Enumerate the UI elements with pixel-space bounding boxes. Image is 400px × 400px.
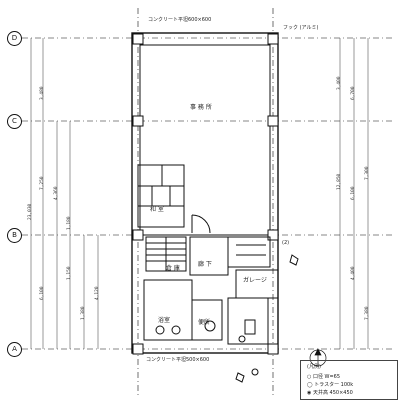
room-store: 倉 庫 — [166, 265, 180, 272]
legend-row-2: ◯ トラスター 100k — [307, 382, 354, 388]
dim-left-c-1: 1,380 — [81, 306, 86, 320]
dim-right-1: 3,400 — [337, 76, 342, 90]
room-bath: 浴室 — [158, 317, 171, 324]
dim-right-4: 6,100 — [351, 186, 356, 200]
dim-left-b-3: 1,150 — [67, 266, 72, 280]
note-fixture-top: フック (アルミ) — [283, 25, 319, 31]
dim-left-a-2: 7,250 — [40, 176, 45, 190]
legend-row-3: ◉ 天井高 450×450 — [307, 390, 353, 396]
dim-right-3: 6,700 — [351, 86, 356, 100]
room-garage: ガレージ — [243, 277, 267, 284]
dim-left-c-2: 4,120 — [95, 286, 100, 300]
room-main-office: 事 務 所 — [190, 104, 212, 111]
dim-right-5: 7,300 — [365, 166, 370, 180]
dim-left-b-1: 4,360 — [54, 186, 59, 200]
grid-bubble-d: D — [7, 31, 22, 46]
note-concrete-bottom: コンクリート平坦500×600 — [146, 357, 210, 363]
dim-left-outer: 23,030 — [28, 203, 33, 220]
dim-left-a-3: 6,100 — [40, 286, 45, 300]
dim-right-2: 12,850 — [337, 173, 342, 190]
dim-right-7: 7,380 — [365, 306, 370, 320]
dim-left-b-2: 1,180 — [67, 216, 72, 230]
dim-left-a-1: 3,480 — [40, 86, 45, 100]
room-label-2: (2) — [282, 240, 290, 246]
grid-bubble-a: A — [7, 342, 22, 357]
legend-title: (凡例) — [307, 364, 321, 370]
legend-box: (凡例) ○ 口径 W=65 ◯ トラスター 100k ◉ 天井高 450×45… — [300, 360, 398, 400]
dim-right-6: 4,400 — [351, 266, 356, 280]
grid-bubble-c: C — [7, 114, 22, 129]
grid-bubble-b: B — [7, 228, 22, 243]
note-concrete-top: コンクリート平坦600×600 — [148, 17, 212, 23]
room-washitsu: 和 室 — [150, 206, 164, 213]
legend-row-1: ○ 口径 W=65 — [307, 374, 341, 380]
room-hall: 廊 下 — [198, 261, 212, 268]
room-toilet: 便所 — [198, 319, 211, 326]
